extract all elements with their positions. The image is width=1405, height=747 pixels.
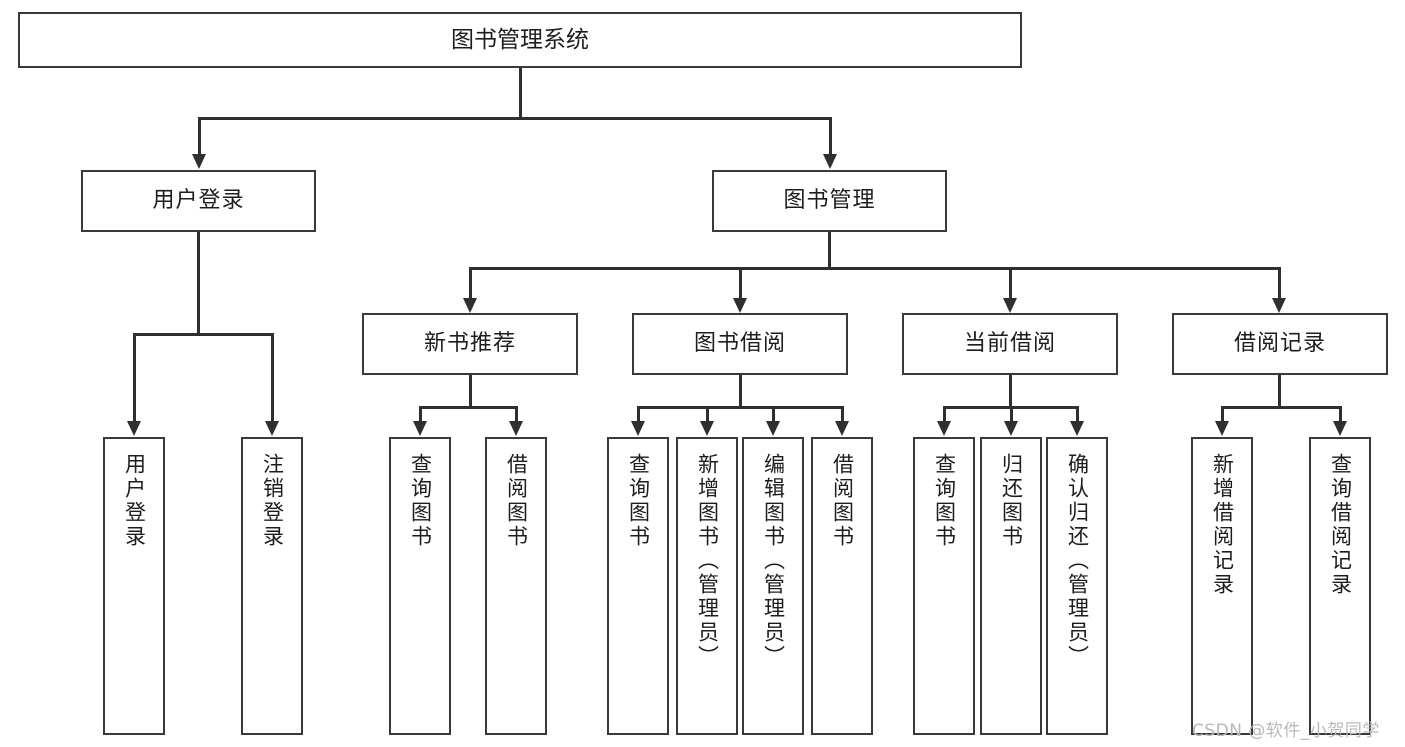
arrowhead-to-new-book-recommend [463,298,477,313]
node-label: 当前借阅 [963,331,1056,357]
node-label: 确认归还（管理员） [1065,453,1090,669]
connector-root-to-book-manage [829,117,832,155]
node-label: 图书管理系统 [451,26,589,53]
connector-to-leaf-user-login [133,333,136,422]
arrowhead-to-leaf-confirm-return [1070,421,1084,436]
node-root-system[interactable]: 图书管理系统 [18,12,1022,68]
connector-borrow-record-bus [1221,406,1341,409]
node-leaf-query-book-1[interactable]: 查询图书 [389,437,451,735]
connector-root-bus [198,117,832,120]
arrowhead-to-leaf-user-login [127,421,141,436]
arrowhead-to-leaf-add-record [1215,421,1229,436]
connector-to-leaf-query-book-1 [419,406,422,422]
arrowhead-to-leaf-query-record [1333,421,1347,436]
node-leaf-borrow-book-2[interactable]: 借阅图书 [811,437,873,735]
arrowhead-to-leaf-add-book [700,421,714,436]
connector-to-borrow-record [1278,267,1281,299]
node-leaf-borrow-book-1[interactable]: 借阅图书 [485,437,547,735]
arrowhead-to-current-borrow [1003,298,1017,313]
node-label: 新增借阅记录 [1210,453,1235,597]
node-leaf-query-book-3[interactable]: 查询图书 [913,437,975,735]
node-label: 新书推荐 [423,331,516,357]
node-label: 查询图书 [408,453,433,549]
node-leaf-logout[interactable]: 注销登录 [241,437,303,735]
connector-to-leaf-query-book-3 [943,406,946,422]
node-book-borrow[interactable]: 图书借阅 [632,313,848,375]
node-label: 注销登录 [260,453,285,549]
node-book-manage[interactable]: 图书管理 [712,170,947,232]
node-label: 借阅记录 [1233,331,1326,357]
arrowhead-to-borrow-record [1272,298,1286,313]
node-borrow-record[interactable]: 借阅记录 [1172,313,1388,375]
node-leaf-query-record[interactable]: 查询借阅记录 [1309,437,1371,735]
node-label: 图书借阅 [693,331,786,357]
arrowhead-to-leaf-return-book [1004,421,1018,436]
connector-to-leaf-edit-book [772,406,775,422]
node-label: 图书管理 [783,188,876,214]
connector-to-leaf-return-book [1010,406,1013,422]
arrowhead-to-leaf-logout [265,421,279,436]
connector-root-stem [519,68,522,118]
node-label: 用户登录 [122,453,147,549]
connector-to-leaf-borrow-book-2 [841,406,844,422]
node-leaf-return-book[interactable]: 归还图书 [980,437,1042,735]
node-current-borrow[interactable]: 当前借阅 [902,313,1118,375]
node-leaf-edit-book[interactable]: 编辑图书（管理员） [742,437,804,735]
connector-book-borrow-bus [637,406,843,409]
connector-user-login-stem [197,232,200,334]
connector-current-borrow-stem [1009,375,1012,407]
connector-to-leaf-add-book [706,406,709,422]
connector-book-manage-stem [828,232,831,268]
arrowhead-to-user-login [192,154,206,169]
arrowhead-to-leaf-query-book-2 [631,421,645,436]
node-label: 新增图书（管理员） [695,453,720,669]
connector-borrow-record-stem [1278,375,1281,407]
connector-to-current-borrow [1009,267,1012,299]
arrowhead-to-leaf-borrow-book-2 [835,421,849,436]
connector-to-leaf-query-book-2 [637,406,640,422]
arrowhead-to-leaf-query-book-3 [937,421,951,436]
connector-to-leaf-borrow-book-1 [515,406,518,422]
node-new-book-recommend[interactable]: 新书推荐 [362,313,578,375]
arrowhead-to-leaf-borrow-book-1 [509,421,523,436]
connector-to-new-book-recommend [469,267,472,299]
node-label: 借阅图书 [830,453,855,549]
node-label: 用户登录 [152,188,245,214]
arrowhead-to-leaf-edit-book [766,421,780,436]
node-leaf-add-record[interactable]: 新增借阅记录 [1191,437,1253,735]
node-label: 编辑图书（管理员） [761,453,786,669]
node-label: 查询借阅记录 [1328,453,1353,597]
connector-book-borrow-stem [739,375,742,407]
node-user-login[interactable]: 用户登录 [81,170,316,232]
node-leaf-confirm-return[interactable]: 确认归还（管理员） [1046,437,1108,735]
node-label: 查询图书 [932,453,957,549]
connector-new-book-recommend-bus [419,406,517,409]
node-leaf-user-login[interactable]: 用户登录 [103,437,165,735]
arrowhead-to-leaf-query-book-1 [413,421,427,436]
node-label: 查询图书 [626,453,651,549]
node-label: 归还图书 [999,453,1024,549]
connector-to-leaf-query-record [1339,406,1342,422]
connector-to-leaf-confirm-return [1076,406,1079,422]
node-leaf-add-book[interactable]: 新增图书（管理员） [676,437,738,735]
connector-to-leaf-logout [271,333,274,422]
connector-user-login-bus [133,333,273,336]
connector-to-book-borrow [739,267,742,299]
csdn-watermark: CSDN @软件_小贺同学 [1192,721,1380,741]
connector-to-leaf-add-record [1221,406,1224,422]
connector-root-to-user-login [198,117,201,155]
node-leaf-query-book-2[interactable]: 查询图书 [607,437,669,735]
arrowhead-to-book-manage [823,154,837,169]
connector-book-manage-bus [469,267,1280,270]
node-label: 借阅图书 [504,453,529,549]
arrowhead-to-book-borrow [733,298,747,313]
connector-new-book-recommend-stem [469,375,472,407]
